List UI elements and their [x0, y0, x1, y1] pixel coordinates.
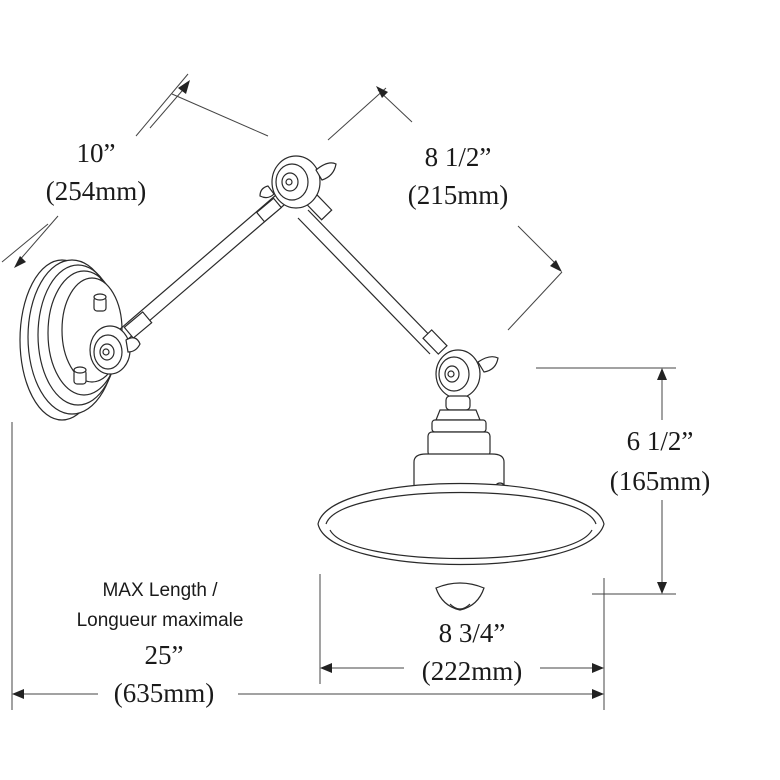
mounting-screw-top: [93, 293, 107, 312]
upper-arm-dimension-arrow: [14, 80, 190, 268]
lower-arm-imperial-label: 8 1/2”: [425, 142, 492, 172]
upper-arm-imperial-label: 10”: [77, 138, 116, 168]
upper-arm-extension-top: [135, 73, 189, 137]
shade-joint: [435, 349, 499, 421]
lamp-illustration: [19, 155, 605, 611]
lamp-shade: [317, 482, 605, 611]
shade-width-metric-label: (222mm): [422, 656, 523, 686]
max-length-label-line1: MAX Length /: [102, 580, 218, 601]
lower-arm-dimension-arrow: [376, 86, 562, 272]
dimension-labels: 10” (254mm) 8 1/2” (215mm) 6 1/2” (165mm…: [46, 138, 711, 708]
upper-arm: [111, 194, 285, 347]
shade-width-dimension: [319, 574, 605, 710]
shade-height-metric-label: (165mm): [610, 466, 711, 496]
upper-arm-extension-elbow: [171, 93, 269, 137]
max-length-label-line2: Longueur maximale: [77, 610, 244, 631]
max-length-metric-label: (635mm): [114, 678, 215, 708]
max-length-imperial-label: 25”: [145, 640, 184, 670]
shade-height-dimension: [536, 367, 676, 595]
lower-arm: [297, 193, 448, 355]
elbow-joint: [259, 155, 337, 209]
max-length-dimension: [11, 422, 604, 710]
dimension-lines: [1, 73, 676, 710]
shade-width-imperial-label: 8 3/4”: [439, 618, 506, 648]
mounting-screw-bottom: [73, 366, 87, 385]
upper-arm-extension-wall: [1, 223, 49, 263]
wall-joint: [89, 325, 141, 375]
lower-arm-extension-bottom: [507, 271, 563, 331]
lower-arm-extension-top: [327, 87, 387, 141]
upper-arm-metric-label: (254mm): [46, 176, 147, 206]
lower-arm-metric-label: (215mm): [408, 180, 509, 210]
shade-height-imperial-label: 6 1/2”: [627, 426, 694, 456]
